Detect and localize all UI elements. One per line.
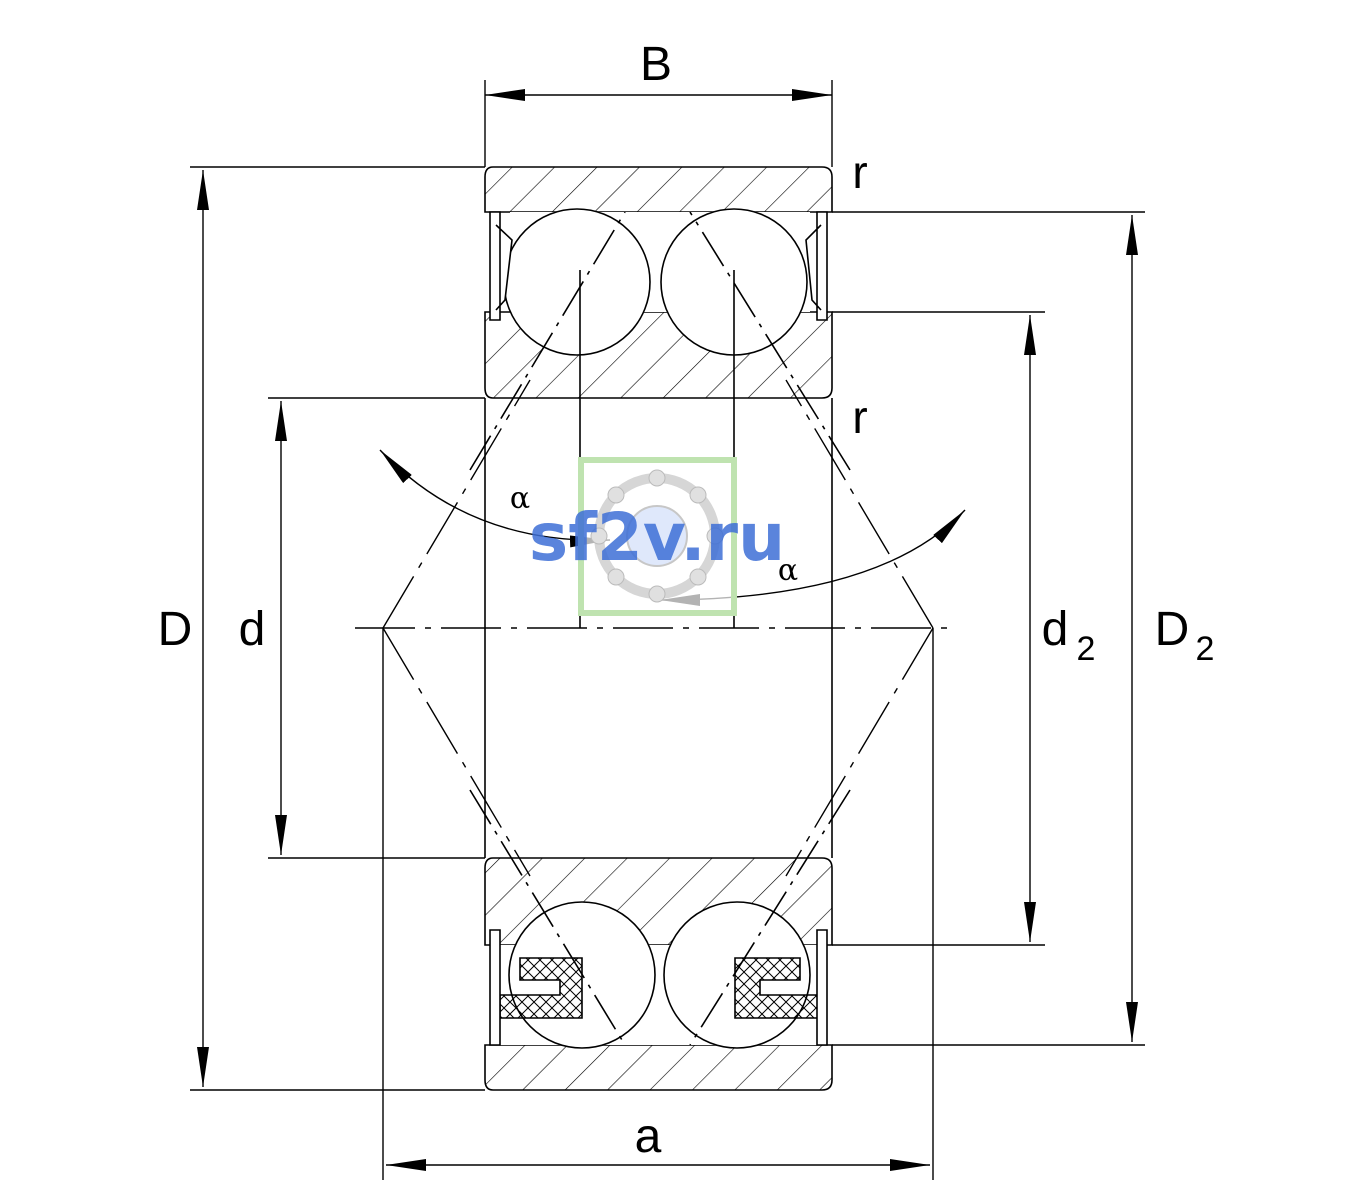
arc-alpha-left — [379, 449, 611, 548]
outer-ring-bottom — [484, 1044, 833, 1091]
label-B: B — [640, 38, 672, 91]
label-D2-sub: 2 — [1196, 630, 1215, 668]
label-d2: d — [1042, 603, 1069, 656]
label-alpha-right: α — [778, 553, 798, 588]
cage-bottom-right — [734, 957, 823, 1019]
watermark: sf2v.ru — [529, 457, 785, 616]
label-r-mid: r — [852, 391, 867, 443]
seal-bottom-left — [489, 929, 501, 1046]
seal-top-right — [805, 211, 828, 321]
top-section — [469, 166, 851, 471]
outer-ring-top — [484, 166, 833, 213]
bottom-section — [469, 789, 851, 1091]
label-d2-sub: 2 — [1077, 630, 1096, 668]
label-a: a — [635, 1110, 662, 1163]
seal-bottom-right — [816, 929, 828, 1046]
label-d: d — [239, 603, 266, 656]
ball-top-left — [503, 208, 651, 356]
seal-top-left — [489, 211, 513, 321]
label-D: D — [158, 603, 193, 656]
dimensions — [190, 80, 1145, 1180]
label-D2: D — [1155, 603, 1190, 656]
watermark-text: sf2v.ru — [529, 499, 785, 576]
label-alpha-left: α — [510, 481, 530, 516]
label-r-top: r — [852, 146, 867, 198]
